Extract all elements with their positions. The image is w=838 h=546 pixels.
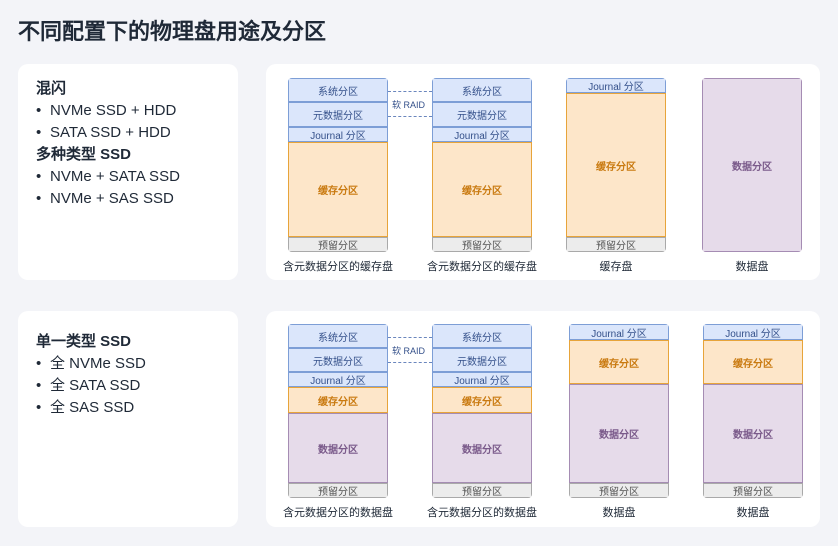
cache-partition: 缓存分区 [569, 340, 669, 384]
data-partition: 数据分区 [432, 413, 532, 483]
disk-caption: 含元数据分区的缓存盘 [427, 261, 537, 273]
cache-partition: 缓存分区 [566, 93, 666, 237]
cache-partition: 缓存分区 [432, 142, 532, 237]
disk-data-with-metadata-1: 系统分区 元数据分区 Journal 分区 缓存分区 数据分区 预留分区 [288, 324, 388, 498]
config-card-single-ssd: 单一类型 SSD 全 NVMe SSD 全 SATA SSD 全 SAS SSD [18, 311, 238, 527]
list-item: NVMe + SAS SSD [36, 188, 238, 210]
disk-data-3: Journal 分区 缓存分区 数据分区 预留分区 [569, 324, 669, 498]
group-title-single-ssd: 单一类型 SSD [36, 333, 132, 350]
reserved-partition: 预留分区 [432, 237, 532, 252]
list-item: 全 SATA SSD [36, 375, 238, 397]
disk-layout-card-top: 系统分区 元数据分区 Journal 分区 缓存分区 预留分区 含元数据分区的缓… [266, 64, 820, 280]
list-item: NVMe + SATA SSD [36, 166, 238, 188]
reserved-partition: 预留分区 [703, 483, 803, 498]
disk-caption: 含元数据分区的缓存盘 [283, 261, 393, 273]
cache-partition: 缓存分区 [288, 387, 388, 413]
system-partition: 系统分区 [288, 78, 388, 102]
journal-partition: Journal 分区 [432, 127, 532, 142]
system-partition: 系统分区 [288, 324, 388, 348]
journal-partition: Journal 分区 [703, 324, 803, 340]
disk-caption: 缓存盘 [599, 261, 633, 273]
data-partition: 数据分区 [702, 78, 802, 252]
metadata-partition: 元数据分区 [288, 348, 388, 372]
cache-partition: 缓存分区 [703, 340, 803, 384]
raid-connector-line [388, 362, 432, 363]
disk-data-with-metadata-2: 系统分区 元数据分区 Journal 分区 缓存分区 数据分区 预留分区 [432, 324, 532, 498]
config-card-hybrid: 混闪 NVMe SSD + HDD SATA SSD + HDD 多种类型 SS… [18, 64, 238, 280]
reserved-partition: 预留分区 [432, 483, 532, 498]
raid-connector-line [388, 116, 432, 117]
group-title-hybrid: 混闪 [36, 80, 67, 97]
cache-partition: 缓存分区 [432, 387, 532, 413]
raid-label: 软 RAID [392, 100, 426, 110]
list-item: SATA SSD + HDD [36, 122, 238, 144]
data-partition: 数据分区 [569, 384, 669, 483]
journal-partition: Journal 分区 [569, 324, 669, 340]
disk-cache-with-metadata-2: 系统分区 元数据分区 Journal 分区 缓存分区 预留分区 [432, 78, 532, 252]
disk-layout-card-bottom: 系统分区 元数据分区 Journal 分区 缓存分区 数据分区 预留分区 含元数… [266, 311, 820, 527]
data-partition: 数据分区 [288, 413, 388, 483]
system-partition: 系统分区 [432, 324, 532, 348]
reserved-partition: 预留分区 [566, 237, 666, 252]
raid-label: 软 RAID [392, 346, 426, 356]
raid-connector-line [388, 91, 432, 92]
list-item: 全 NVMe SSD [36, 353, 238, 375]
disk-cache: Journal 分区 缓存分区 预留分区 [566, 78, 666, 252]
disk-caption: 含元数据分区的数据盘 [427, 507, 537, 519]
journal-partition: Journal 分区 [288, 372, 388, 387]
group-title-multi-ssd: 多种类型 SSD [36, 146, 132, 163]
disk-caption: 含元数据分区的数据盘 [283, 507, 393, 519]
disk-data: 数据分区 [702, 78, 802, 252]
reserved-partition: 预留分区 [569, 483, 669, 498]
journal-partition: Journal 分区 [288, 127, 388, 142]
disk-caption: 数据盘 [736, 507, 770, 519]
cache-partition: 缓存分区 [288, 142, 388, 237]
system-partition: 系统分区 [432, 78, 532, 102]
reserved-partition: 预留分区 [288, 237, 388, 252]
reserved-partition: 预留分区 [288, 483, 388, 498]
list-item: NVMe SSD + HDD [36, 100, 238, 122]
disk-cache-with-metadata-1: 系统分区 元数据分区 Journal 分区 缓存分区 预留分区 [288, 78, 388, 252]
metadata-partition: 元数据分区 [288, 102, 388, 127]
raid-connector-line [388, 337, 432, 338]
disk-data-4: Journal 分区 缓存分区 数据分区 预留分区 [703, 324, 803, 498]
metadata-partition: 元数据分区 [432, 348, 532, 372]
journal-partition: Journal 分区 [566, 78, 666, 93]
page-title: 不同配置下的物理盘用途及分区 [18, 19, 327, 44]
metadata-partition: 元数据分区 [432, 102, 532, 127]
disk-caption: 数据盘 [735, 261, 769, 273]
data-partition: 数据分区 [703, 384, 803, 483]
list-item: 全 SAS SSD [36, 397, 238, 419]
disk-caption: 数据盘 [602, 507, 636, 519]
journal-partition: Journal 分区 [432, 372, 532, 387]
